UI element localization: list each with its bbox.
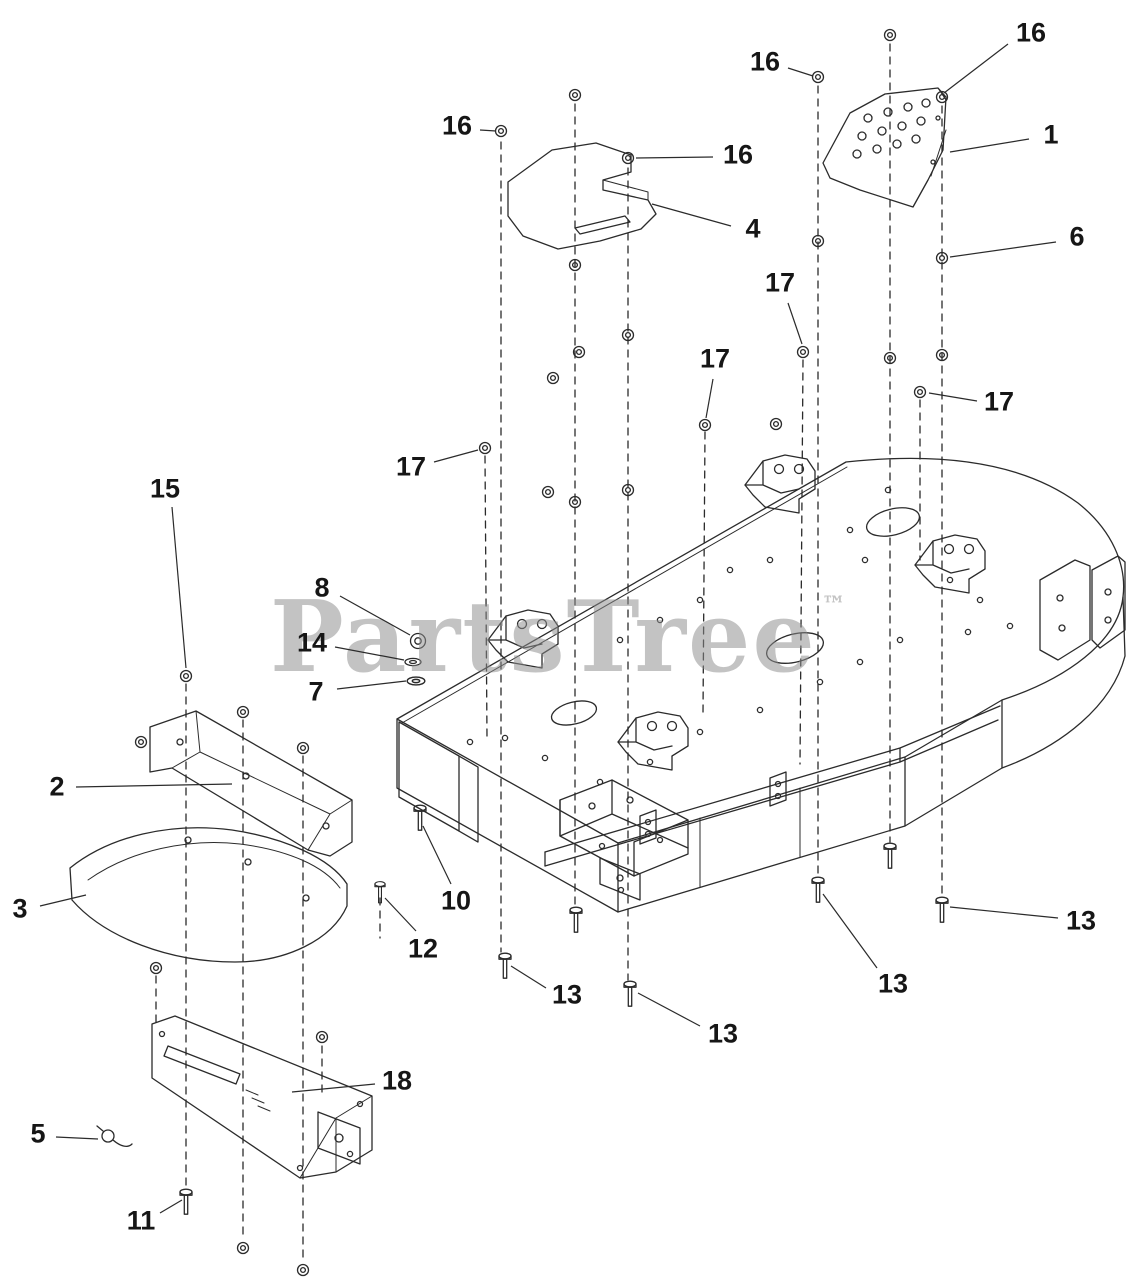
part-2-baffle-channel: [149, 710, 353, 857]
hanger-rails: [544, 705, 1001, 867]
leader-line-16-1: [787, 67, 814, 77]
front-mount-bracket: [559, 779, 689, 901]
leader-line-17-9: [928, 392, 978, 402]
deck-holes: [466, 486, 1014, 786]
part-8-bolt-head: [409, 632, 427, 650]
leader-line-16-3: [635, 156, 714, 159]
part-18-skid-plate: [151, 1015, 373, 1179]
leader-line-16-0: [943, 43, 1009, 94]
leader-line-16-2: [479, 129, 497, 132]
leader-line-3-16: [39, 894, 87, 907]
leader-line-1-4: [949, 138, 1030, 153]
leader-line-13-20: [637, 992, 701, 1027]
deck-weldment: [396, 454, 1126, 913]
leader-line-13-19: [510, 965, 547, 989]
leader-line-7-14: [336, 680, 407, 690]
leader-line-13-22: [949, 906, 1059, 919]
leader-line-5-24: [55, 1136, 99, 1140]
leader-line-8-12: [339, 595, 411, 636]
leader-line-17-7: [787, 302, 803, 345]
part-3-curved-baffle: [69, 827, 348, 963]
leader-line-6-6: [949, 241, 1057, 258]
part-1-cover-plate: [822, 87, 947, 208]
leader-line-10-17: [422, 825, 452, 885]
leader-line-11-25: [159, 1199, 183, 1214]
part-4-cover-plate: [507, 142, 657, 250]
leader-line-13-21: [822, 893, 878, 969]
leader-line-12-18: [384, 897, 417, 932]
leader-line-2-15: [75, 783, 233, 788]
part-5-clip: [96, 1125, 133, 1147]
leader-line-15-11: [171, 506, 187, 669]
leader-line-14-13: [334, 646, 405, 661]
leader-line-4-5: [651, 203, 732, 227]
leader-line-17-10: [433, 449, 479, 463]
discharge-side-plates: [1039, 555, 1126, 661]
leader-line-17-8: [705, 378, 714, 419]
leader-line-18-23: [291, 1083, 376, 1093]
assembly-axis-lines: [155, 43, 943, 1263]
